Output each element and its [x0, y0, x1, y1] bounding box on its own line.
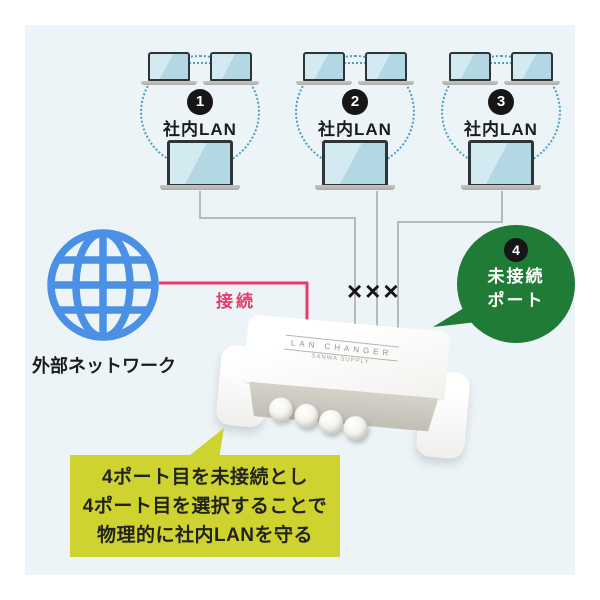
lan-group-2: 2 社内LAN — [275, 45, 435, 197]
laptop-icon — [296, 52, 352, 92]
unconnected-port-bubble: 4 未接続 ポート — [457, 225, 575, 343]
laptop-icon — [141, 52, 197, 92]
lan-changer-device: LAN CHANGER SANWA SUPPLY — [214, 286, 477, 467]
laptop-large-icon — [315, 140, 395, 192]
callout-line1: 4ポート目を未接続とし — [101, 467, 309, 488]
bubble-label-line2: ポート — [487, 291, 545, 310]
external-network-label: 外部ネットワーク — [32, 356, 176, 376]
number-badge: 2 — [342, 89, 368, 115]
globe-icon — [47, 229, 159, 341]
callout-line3: 物理的に社内LANを守る — [96, 525, 314, 546]
laptop-icon — [358, 52, 414, 92]
dotted-link-icon — [186, 62, 214, 64]
lan-group-1: 1 社内LAN — [120, 45, 280, 197]
callout-box: 4ポート目を未接続とし 4ポート目を選択することで 物理的に社内LANを守る — [70, 455, 340, 557]
dotted-link-icon — [341, 62, 369, 64]
number-badge: 1 — [187, 89, 213, 115]
lan-group-label: 社内LAN — [464, 120, 538, 139]
laptop-icon — [203, 52, 259, 92]
lan-group-label: 社内LAN — [318, 120, 392, 139]
lan-group-label: 社内LAN — [163, 120, 237, 139]
laptop-large-icon — [461, 140, 541, 192]
number-badge: 4 — [504, 238, 528, 262]
lan-group-3: 3 社内LAN — [421, 45, 581, 197]
callout-line2: 4ポート目を選択することで — [82, 496, 328, 517]
dotted-link-icon — [487, 62, 515, 64]
diagram-canvas: 1 社内LAN 2 社内LAN 3 社内LAN — [25, 25, 575, 575]
number-badge: 3 — [488, 89, 514, 115]
bubble-label-line1: 未接続 — [487, 267, 545, 286]
laptop-large-icon — [160, 140, 240, 192]
laptop-icon — [504, 52, 560, 92]
laptop-icon — [442, 52, 498, 92]
